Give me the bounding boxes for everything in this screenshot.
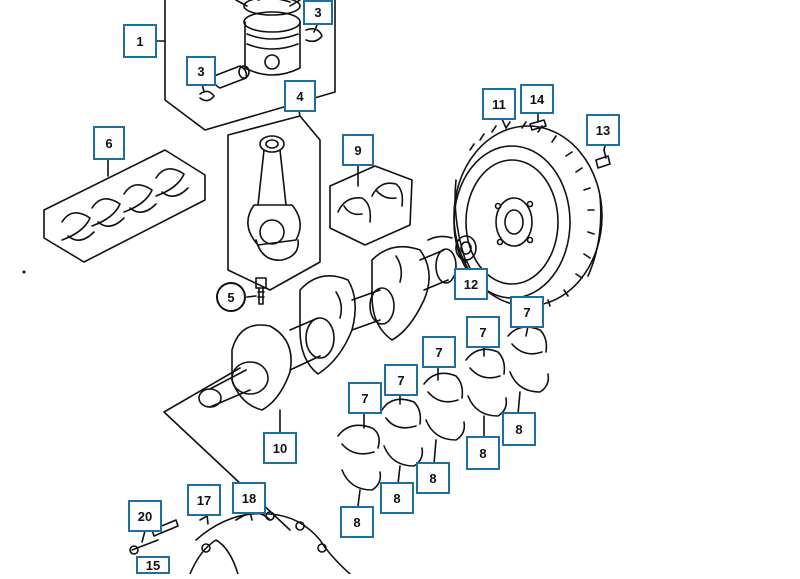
callout-5[interactable]: 5 bbox=[216, 282, 246, 312]
callout-8[interactable]: 8 bbox=[380, 482, 414, 514]
callout-10[interactable]: 10 bbox=[263, 432, 297, 464]
callout-8[interactable]: 8 bbox=[502, 412, 536, 446]
connecting-rod-bolt-part bbox=[255, 277, 267, 305]
callout-7[interactable]: 7 bbox=[348, 382, 382, 414]
thrust-bearing-part bbox=[337, 182, 404, 223]
callout-20[interactable]: 20 bbox=[128, 500, 162, 532]
callout-8[interactable]: 8 bbox=[340, 506, 374, 538]
callout-8[interactable]: 8 bbox=[416, 462, 450, 494]
main-bearing-upper-part bbox=[337, 326, 548, 455]
callout-9[interactable]: 9 bbox=[342, 134, 374, 166]
callout-8[interactable]: 8 bbox=[466, 436, 500, 470]
connecting-rod-part bbox=[247, 135, 301, 261]
flywheel-bolt-part bbox=[595, 149, 611, 169]
callout-7[interactable]: 7 bbox=[422, 336, 456, 368]
callout-14[interactable]: 14 bbox=[520, 84, 554, 114]
callout-17[interactable]: 17 bbox=[187, 484, 221, 516]
callout-6[interactable]: 6 bbox=[93, 126, 125, 160]
callout-7[interactable]: 7 bbox=[384, 364, 418, 396]
callout-12[interactable]: 12 bbox=[454, 268, 488, 300]
piston-assembly-part bbox=[164, 0, 336, 131]
connecting-rod-bearing-set-part bbox=[61, 168, 189, 241]
callout-1[interactable]: 1 bbox=[123, 24, 157, 58]
callout-4[interactable]: 4 bbox=[284, 80, 316, 112]
callout-7[interactable]: 7 bbox=[510, 296, 544, 328]
dowel-pin-part bbox=[529, 119, 547, 131]
callout-7[interactable]: 7 bbox=[466, 316, 500, 348]
callout-13[interactable]: 13 bbox=[586, 114, 620, 146]
callout-3[interactable]: 3 bbox=[186, 56, 216, 86]
callout-18[interactable]: 18 bbox=[232, 482, 266, 514]
callout-15[interactable]: 15 bbox=[136, 556, 170, 574]
crankshaft-part bbox=[198, 235, 457, 411]
main-bearing-lower-part bbox=[341, 371, 550, 491]
callout-3[interactable]: 3 bbox=[303, 0, 333, 25]
callout-11[interactable]: 11 bbox=[482, 88, 516, 120]
